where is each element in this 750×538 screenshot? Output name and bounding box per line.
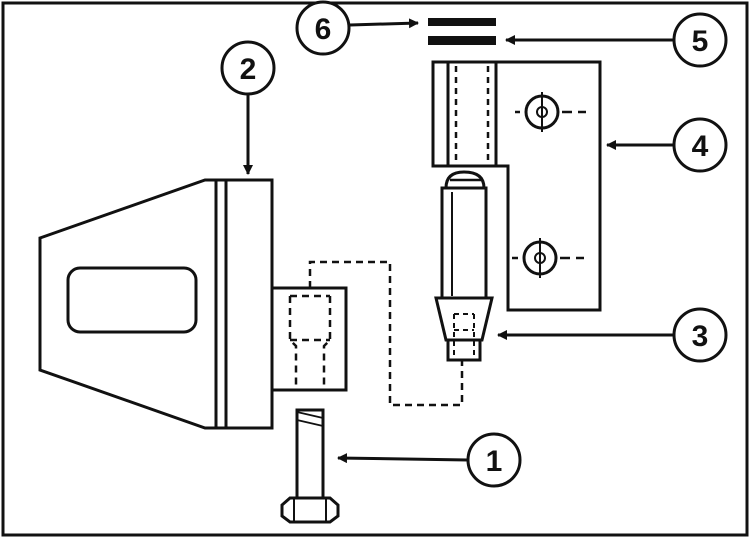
callout-1-label: 1 bbox=[486, 445, 503, 478]
callout-6-label: 6 bbox=[315, 13, 332, 46]
bolt bbox=[280, 408, 340, 524]
callout-3: 3 bbox=[672, 307, 728, 363]
hinge-pin-hidden-bore bbox=[453, 313, 475, 356]
hinge-pin-collar bbox=[434, 296, 494, 342]
hinge-pin-shank bbox=[440, 186, 488, 300]
mounting-hole-upper bbox=[515, 92, 586, 132]
body-hinge-half bbox=[431, 60, 602, 312]
body-hinge-plate bbox=[431, 60, 602, 312]
hinge-pin-tip bbox=[446, 338, 482, 362]
door-hinge-half bbox=[38, 178, 348, 430]
callout-2: 2 bbox=[220, 40, 276, 96]
callout-5: 5 bbox=[672, 12, 728, 68]
hinge-pin bbox=[434, 170, 494, 362]
callout-3-label: 3 bbox=[692, 320, 709, 353]
bolt-head bbox=[280, 496, 340, 524]
callout-6: 6 bbox=[295, 0, 351, 56]
callout-5-label: 5 bbox=[692, 25, 709, 58]
leader-arrow-1 bbox=[337, 453, 469, 464]
washer-upper bbox=[428, 18, 496, 26]
lug-hidden-bore bbox=[288, 294, 332, 390]
callout-2-label: 2 bbox=[240, 53, 257, 86]
mounting-hole-lower bbox=[512, 238, 584, 278]
callout-4-label: 4 bbox=[692, 130, 709, 163]
knuckle-hidden-bore bbox=[454, 66, 490, 162]
door-hinge-slot bbox=[66, 266, 198, 334]
callout-1: 1 bbox=[466, 432, 522, 488]
bolt-thread bbox=[296, 411, 324, 427]
washers bbox=[428, 18, 496, 45]
hidden-connection-lines bbox=[308, 260, 464, 407]
leader-arrow-6 bbox=[349, 18, 419, 29]
callout-4: 4 bbox=[672, 117, 728, 173]
washer-lower bbox=[428, 36, 496, 45]
leader-arrows bbox=[243, 18, 673, 464]
